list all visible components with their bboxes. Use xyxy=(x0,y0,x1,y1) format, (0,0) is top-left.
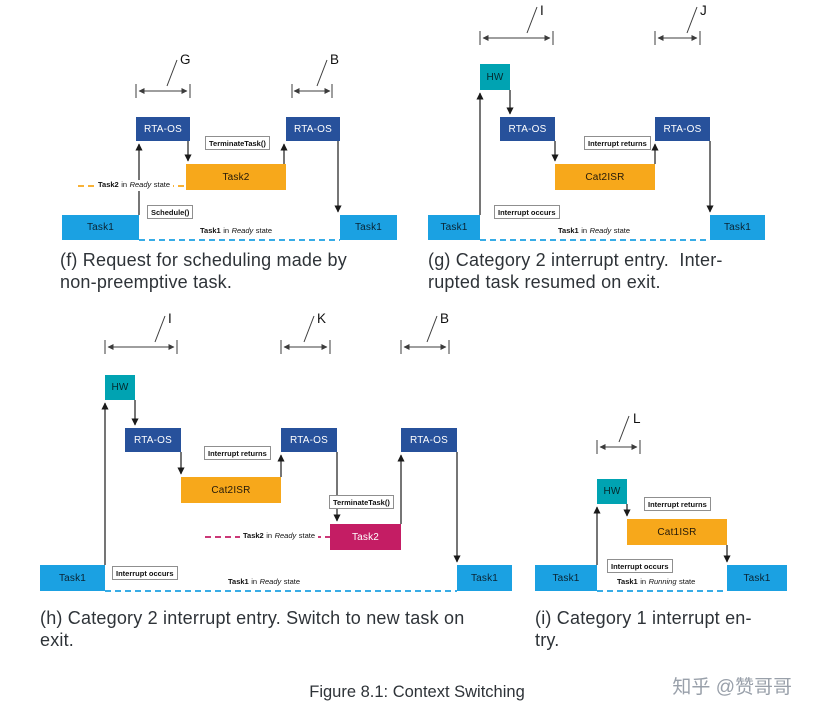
state-task-name: Task1 xyxy=(200,226,221,235)
state-conn: in xyxy=(640,577,647,586)
state-conn: in xyxy=(251,577,258,586)
state-task-name: Task1 xyxy=(617,577,638,586)
measure-letter-i: I xyxy=(168,311,172,326)
state-task-name: Task1 xyxy=(558,226,579,235)
measure-letter-j: J xyxy=(700,3,707,18)
measure-letter-b: B xyxy=(440,311,450,326)
task1-box: Task1 xyxy=(710,215,765,240)
measure-letter-i: I xyxy=(540,3,544,18)
caption-i: (i) Category 1 interrupt en- try. xyxy=(535,608,752,650)
task2-ready-state-label: Task2 in Ready state xyxy=(240,531,319,542)
state-word: Ready xyxy=(274,531,297,540)
task1-ready-state-label: Task1 in Ready state xyxy=(558,226,630,237)
task1-ready-state-label: Task1 in Ready state xyxy=(228,577,300,588)
state-task-name: Task2 xyxy=(98,180,119,189)
rtaos-box: RTA-OS xyxy=(136,117,190,141)
state-suffix: state xyxy=(679,577,696,586)
rtaos-box: RTA-OS xyxy=(500,117,555,141)
state-suffix: state xyxy=(613,226,631,235)
rtaos-box: RTA-OS xyxy=(401,428,457,452)
task1-box: Task1 xyxy=(535,565,597,591)
task2-box: Task2 xyxy=(186,164,286,190)
caption-h: (h) Category 2 interrupt entry. Switch t… xyxy=(40,608,465,650)
measure-letter-k: K xyxy=(317,311,327,326)
task1-running-state-label: Task1 in Running state xyxy=(617,577,695,588)
task1-box: Task1 xyxy=(428,215,480,240)
rtaos-box: RTA-OS xyxy=(655,117,710,141)
state-suffix: state xyxy=(298,531,316,540)
state-word: Running xyxy=(648,577,677,586)
schedule-label: Schedule() xyxy=(147,205,194,219)
task1-ready-state-label: Task1 in Ready state xyxy=(200,226,272,237)
state-conn: in xyxy=(581,226,588,235)
hw-box: HW xyxy=(480,64,510,90)
measure-letter-l: L xyxy=(633,411,641,426)
task1-box: Task1 xyxy=(457,565,512,591)
state-suffix: state xyxy=(255,226,273,235)
interrupt-occurs-label: Interrupt occurs xyxy=(607,559,673,573)
task1-box: Task1 xyxy=(40,565,105,591)
cat2isr-box: Cat2ISR xyxy=(555,164,655,190)
interrupt-returns-label: Interrupt returns xyxy=(204,446,271,460)
measure-letter-g: G xyxy=(180,52,191,67)
rtaos-box: RTA-OS xyxy=(286,117,340,141)
caption-g: (g) Category 2 interrupt entry. Inter- r… xyxy=(428,250,723,292)
task2-box: Task2 xyxy=(330,524,401,550)
task1-box: Task1 xyxy=(340,215,397,240)
cat2isr-box: Cat2ISR xyxy=(181,477,281,503)
state-conn: in xyxy=(121,180,128,189)
watermark: 知乎 @赞哥哥 xyxy=(672,677,792,698)
terminate-task-label: TerminateTask() xyxy=(205,136,270,150)
cat1isr-box: Cat1ISR xyxy=(627,519,727,545)
rtaos-box: RTA-OS xyxy=(281,428,337,452)
state-conn: in xyxy=(266,531,273,540)
caption-f: (f) Request for scheduling made by non-p… xyxy=(60,250,347,292)
task1-box: Task1 xyxy=(727,565,787,591)
figure-caption: Figure 8.1: Context Switching xyxy=(309,683,525,701)
hw-box: HW xyxy=(597,479,627,504)
state-word: Ready xyxy=(231,226,254,235)
interrupt-returns-label: Interrupt returns xyxy=(644,497,711,511)
interrupt-occurs-label: Interrupt occurs xyxy=(494,205,560,219)
interrupt-occurs-label: Interrupt occurs xyxy=(112,566,178,580)
task1-box: Task1 xyxy=(62,215,139,240)
interrupt-returns-label: Interrupt returns xyxy=(584,136,651,150)
state-task-name: Task2 xyxy=(243,531,264,540)
task2-ready-state-label: Task2 in Ready state xyxy=(95,180,174,191)
state-task-name: Task1 xyxy=(228,577,249,586)
terminate-task-label: TerminateTask() xyxy=(329,495,394,509)
measure-letter-b: B xyxy=(330,52,340,67)
state-word: Ready xyxy=(259,577,282,586)
state-suffix: state xyxy=(153,180,171,189)
state-word: Ready xyxy=(589,226,612,235)
state-suffix: state xyxy=(283,577,301,586)
state-conn: in xyxy=(223,226,230,235)
state-word: Ready xyxy=(129,180,152,189)
hw-box: HW xyxy=(105,375,135,400)
rtaos-box: RTA-OS xyxy=(125,428,181,452)
